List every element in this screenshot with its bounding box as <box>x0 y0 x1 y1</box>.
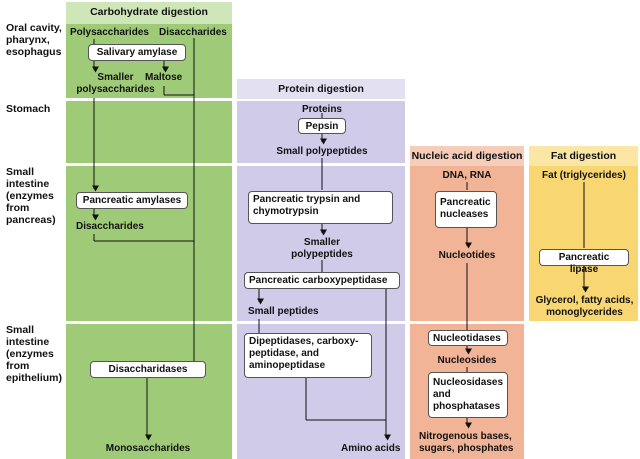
salivary-amylase-box: Salivary amylase <box>88 44 186 61</box>
carb-disaccharides-mid: Disaccharides <box>76 221 144 232</box>
protein-small-peptides: Small peptides <box>248 306 319 317</box>
row-label-small-pancreas: Small intestine (enzymes from pancreas) <box>6 166 56 226</box>
carb-header: Carbohydrate digestion <box>90 6 208 18</box>
fat-header-bg <box>529 146 638 166</box>
protein-proteins: Proteins <box>301 104 342 115</box>
carb-header-bg <box>66 2 232 24</box>
protein-smaller-polypeptides: Smaller polypeptides <box>291 237 353 260</box>
pepsin-box: Pepsin <box>298 118 346 134</box>
nucleotidases-box: Nucleotidases <box>428 330 508 346</box>
protein-amino-acids: Amino acids <box>341 443 401 454</box>
fat-header: Fat digestion <box>550 150 617 162</box>
carboxypeptidase-box: Pancreatic carboxypeptidase <box>244 272 400 289</box>
nucleosidases-box: Nucleosidases and phosphatases <box>428 372 508 418</box>
fat-triglycerides: Fat (triglycerides) <box>542 170 626 181</box>
nucleic-nucleosides: Nucleosides <box>437 355 497 366</box>
row-label-stomach: Stomach <box>6 103 51 115</box>
carb-disaccharides-top: Disaccharides <box>159 27 227 38</box>
protein-small-polypeptides: Small polypeptides <box>276 146 368 157</box>
carb-maltose: Maltose <box>145 72 183 83</box>
trypsin-box: Pancreatic trypsin and chymotrypsin <box>248 191 393 224</box>
disaccharidases-box: Disaccharidases <box>90 361 206 378</box>
pancreatic-lipase-box: Pancreatic lipase <box>539 249 629 275</box>
carb-smaller-polysaccharides: Smaller polysaccharides <box>76 72 155 95</box>
fat-products: Glycerol, fatty acids, monoglycerides <box>535 295 634 318</box>
carb-monosaccharides: Monosaccharides <box>105 443 191 454</box>
row-label-oral: Oral cavity, pharynx, esophagus <box>6 22 62 58</box>
nucleic-products: Nitrogenous bases, sugars, phosphates <box>419 431 514 454</box>
protein-header: Protein digestion <box>278 83 364 95</box>
nucleic-dna-rna: DNA, RNA <box>442 170 492 181</box>
nucleic-header: Nucleic acid digestion <box>411 150 523 162</box>
row-label-small-epithelium: Small intestine (enzymes from epithelium… <box>6 324 63 384</box>
carb-polysaccharides: Polysaccharides <box>70 27 149 38</box>
nucleic-nucleotides: Nucleotides <box>438 250 496 261</box>
carb-band-pancreas <box>66 166 232 321</box>
pancreatic-amylases-box: Pancreatic amylases <box>76 192 188 209</box>
nucleic-header-bg <box>410 146 524 166</box>
dipeptidases-box: Dipeptidases, carboxy- peptidase, and am… <box>244 333 372 378</box>
protein-header-bg <box>237 79 405 99</box>
nucleases-box: Pancreatic nucleases <box>435 191 497 228</box>
